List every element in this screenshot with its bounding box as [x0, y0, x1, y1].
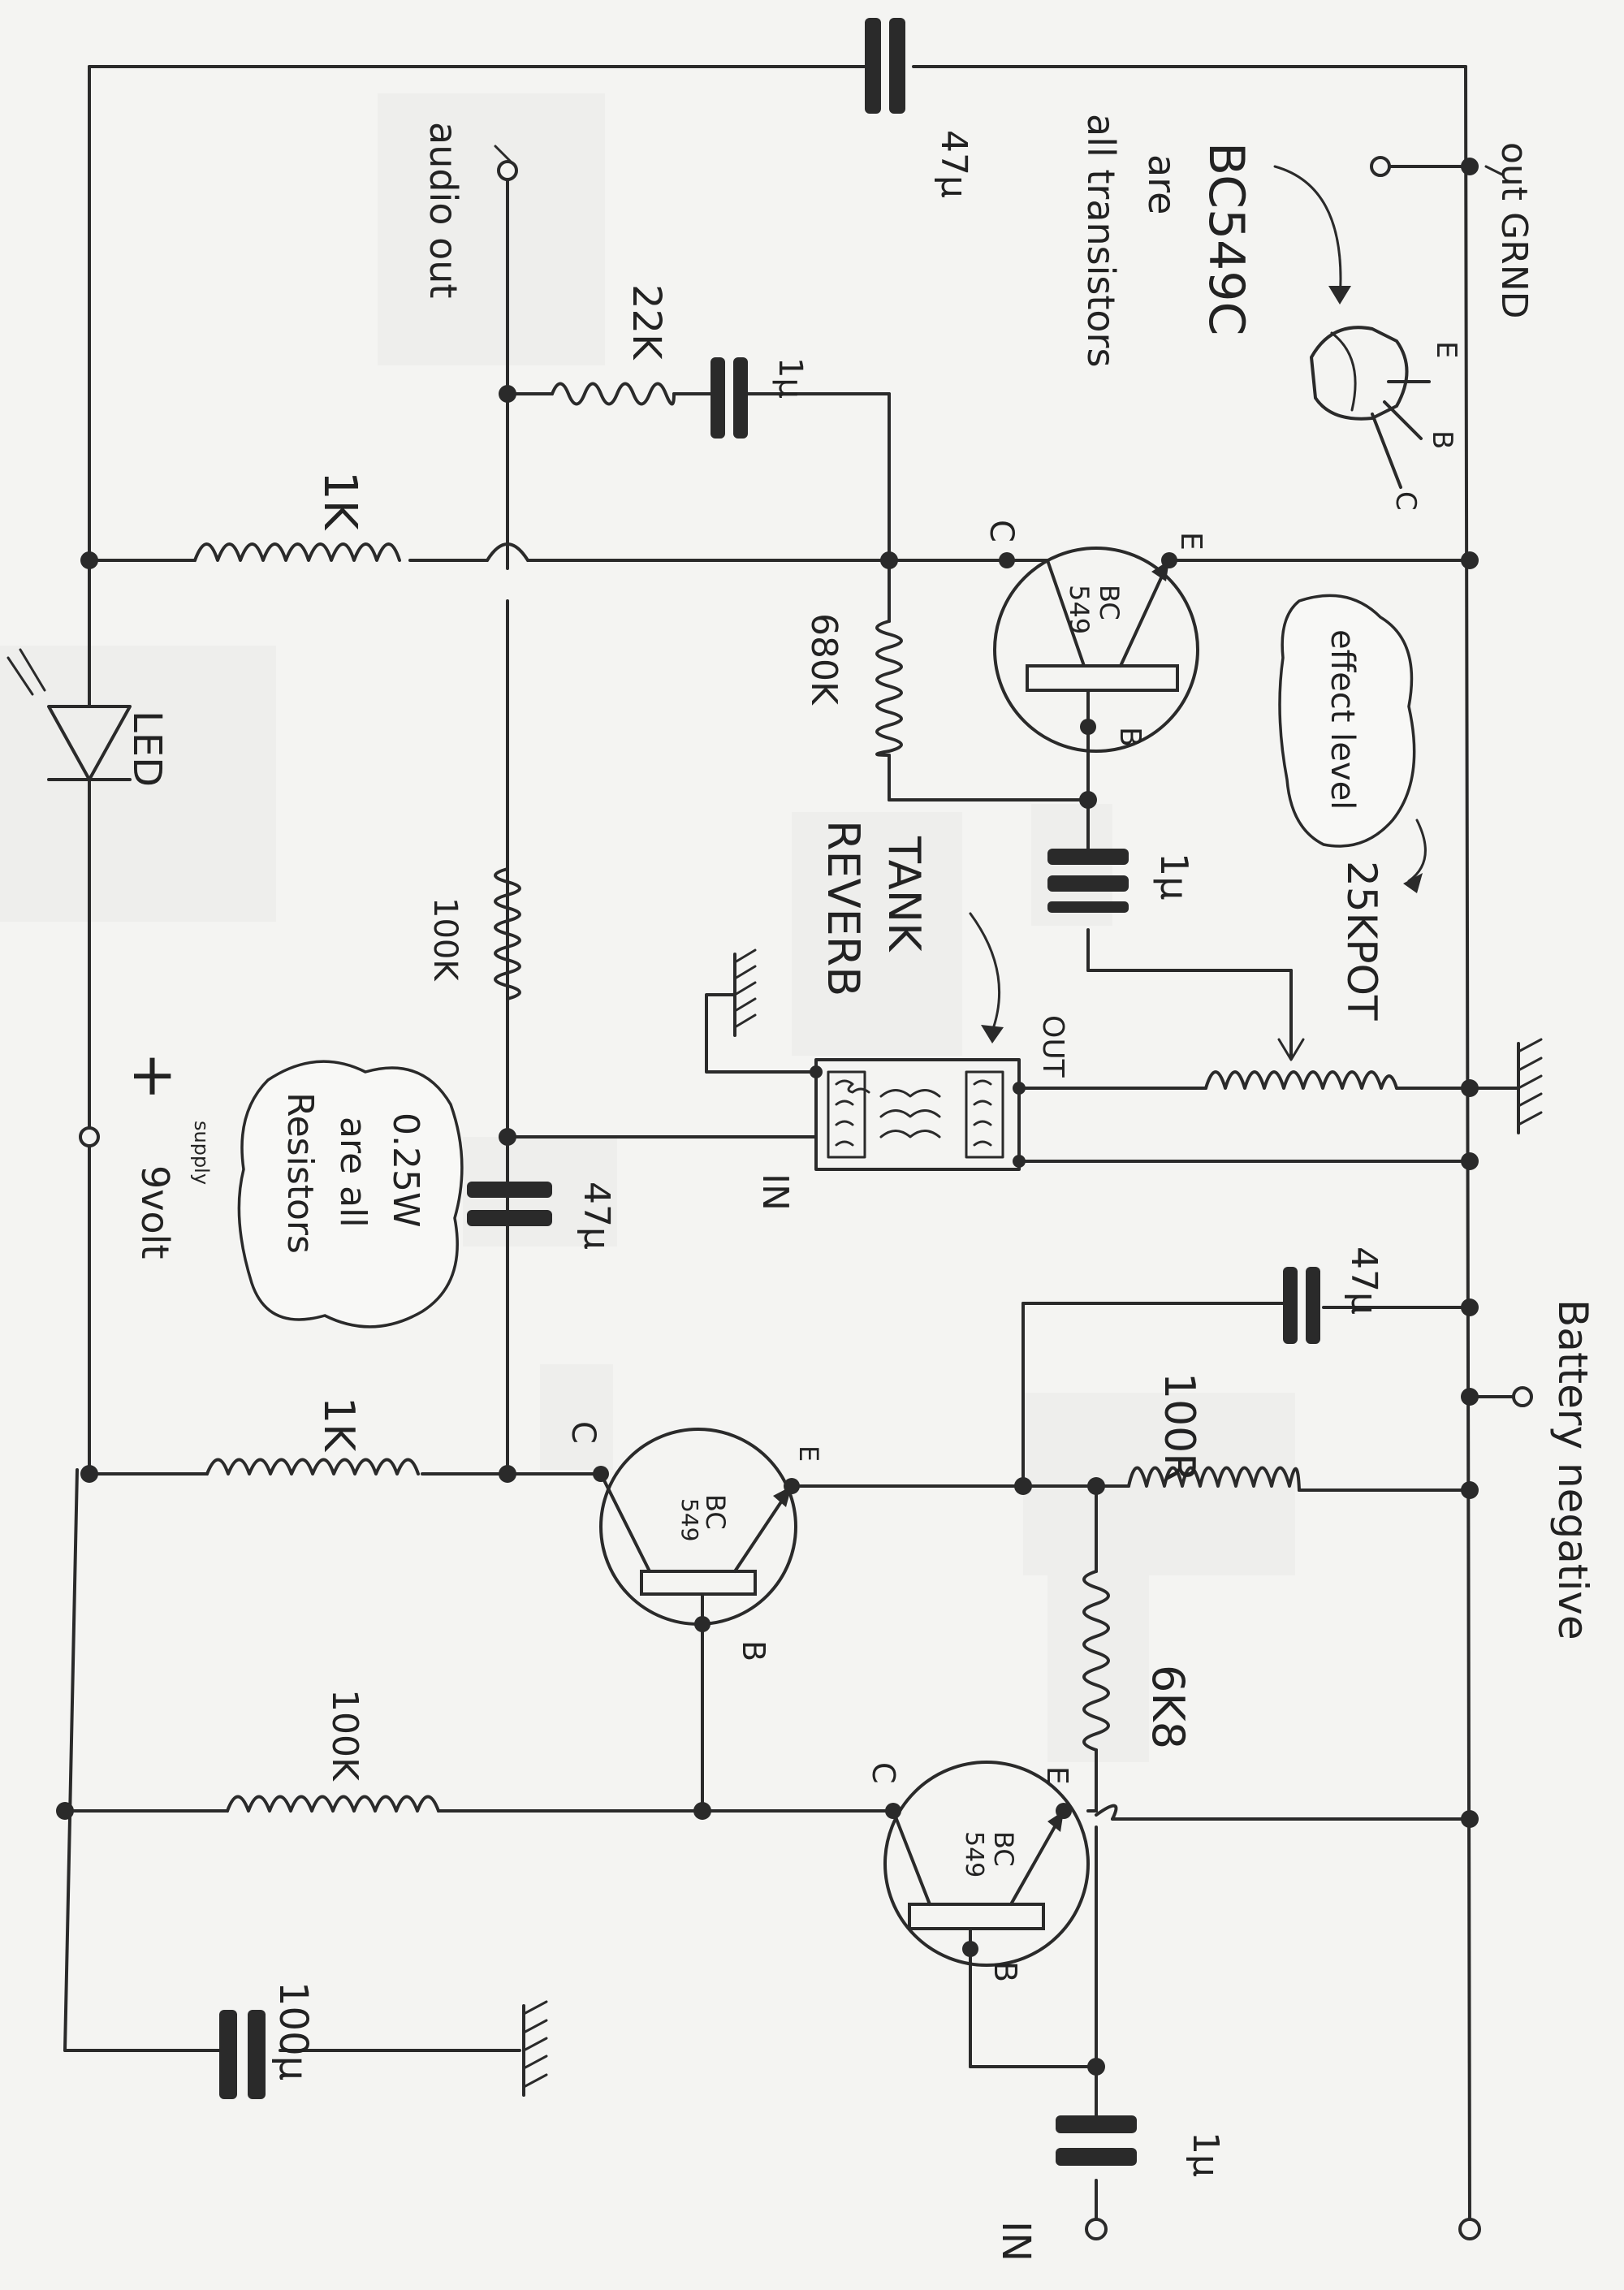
capacitor-1u-tank [1047, 849, 1129, 913]
transistor-note-line2: are [1140, 154, 1184, 214]
capacitor-1u-audio [710, 357, 748, 439]
led [6, 648, 132, 781]
r-6k8-value: 6K8 [1142, 1665, 1194, 1749]
resistors-note-line1: Resistors [279, 1092, 321, 1254]
r-100k-b-value: 100K [324, 1689, 365, 1782]
q3-pin-b: B [1113, 727, 1147, 747]
battery-negative-terminal [1512, 1386, 1533, 1407]
q2-pin-c: C [564, 1421, 602, 1444]
transistor-package-sketch [1273, 165, 1431, 489]
resistor-1k-bottom [205, 1458, 420, 1476]
reverb-tank [810, 912, 1026, 1171]
c-1u-a-value: 1µ [771, 357, 809, 399]
q1-type: BC [988, 1831, 1019, 1867]
ground-return-terminal [1458, 2218, 1481, 2240]
q1-number: 549 [960, 1831, 988, 1877]
capacitor-47u-emitter [1283, 1267, 1320, 1344]
capacitor-1u-input [1056, 2115, 1137, 2166]
q2-pin-e: E [793, 1445, 824, 1462]
input-terminal [1085, 2218, 1108, 2240]
resistor-6k8 [1082, 1570, 1110, 1752]
tank-in-label: IN [754, 1173, 796, 1211]
q3-type: BC [1094, 585, 1125, 620]
q2-type: BC [700, 1494, 731, 1530]
c-47u-right-value: 47µ [1343, 1247, 1384, 1315]
q2-number: 549 [676, 1498, 703, 1541]
supply-terminal [79, 1126, 100, 1147]
capacitor-100u [219, 2010, 266, 2099]
audio-out-terminal [497, 160, 518, 181]
supply-sub-label: supply [190, 1121, 213, 1185]
effect-level-label: effect level [1324, 629, 1361, 810]
resistor-22k [551, 382, 676, 406]
transistor-q3: BC 549 [993, 547, 1199, 753]
ground-icon [522, 2000, 548, 2097]
led-label: LED [124, 711, 170, 787]
q3-number: 549 [1064, 585, 1095, 634]
out-grnd-arrow [1484, 165, 1504, 176]
tank-out-label: OUT [1036, 1015, 1069, 1078]
r-100r-value: 100R [1155, 1372, 1203, 1482]
q3-pin-c: C [983, 520, 1020, 542]
r-22k-value: 22K [624, 284, 669, 361]
q3-pin-e: E [1174, 532, 1207, 551]
resistor-100r [1127, 1466, 1301, 1492]
q1-pin-b: B [987, 1961, 1023, 1982]
r-1k-a-value: 1K [313, 471, 366, 531]
c-top-value: 47µ [933, 130, 974, 198]
r-1k-b-value: 1K [314, 1397, 363, 1453]
audio-out-label: audio out [421, 122, 465, 298]
ground-icon [1517, 1038, 1543, 1134]
battery-negative-label: Battery negative [1549, 1299, 1596, 1640]
reverb-label-line1: REVERB [818, 820, 869, 996]
main-input-label: IN [993, 2221, 1039, 2262]
supply-plus-icon: + [120, 1052, 188, 1100]
resistors-note-line3: 0.25W [385, 1113, 426, 1227]
resistor-note-cloud [237, 1060, 464, 1329]
resistor-100k-horizontal [226, 1795, 440, 1813]
q1-pin-c: C [866, 1762, 901, 1784]
q2-pin-b: B [736, 1640, 771, 1661]
reverb-label-line2: TANK [879, 836, 930, 953]
transistor-note-type: BC549C [1198, 142, 1255, 335]
pot-value: 25KPOT [1338, 861, 1385, 1021]
ground-symbols [522, 948, 1543, 2097]
r-680k-value: 680K [803, 613, 844, 706]
pkg-pin-c: C [1389, 491, 1422, 511]
audio-out-arrow [494, 145, 513, 164]
transistor-note-line1: all transistors [1079, 114, 1123, 367]
r-100k-a-value: 100K [426, 897, 464, 982]
effect-level-cloud [1278, 594, 1427, 893]
pkg-pin-b: B [1426, 430, 1458, 449]
resistors-note-line2: are all [332, 1117, 374, 1228]
text-labels: audio out out GRND 47µ all transistors a… [120, 114, 1596, 2262]
c-47u-mid-value: 47µ [576, 1182, 617, 1250]
c-1u-b-value: 1µ [1152, 853, 1196, 901]
resistor-1k-top [193, 542, 401, 562]
wiring [63, 65, 1524, 2231]
terminals [79, 156, 1533, 2240]
supply-voltage-label: 9volt [133, 1165, 177, 1259]
resistor-100k-vertical [494, 867, 521, 1000]
transistor-q2: BC 549 [593, 1428, 800, 1632]
q1-pin-e: E [1040, 1766, 1073, 1785]
transistor-q1: BC 549 [883, 1761, 1090, 1967]
resistor-680k [875, 620, 903, 757]
pkg-pin-e: E [1430, 341, 1462, 358]
out-grnd-label: out GRND [1493, 142, 1535, 319]
c-1u-in-value: 1µ [1185, 2132, 1226, 2177]
out-grnd-terminal [1370, 156, 1391, 177]
capacitor-top-47u [865, 18, 905, 114]
c-100u-value: 100µ [270, 1981, 316, 2080]
ground-icon [733, 948, 757, 1037]
capacitor-47u-coupling [467, 1182, 552, 1226]
potentiometer-25k [1204, 1034, 1398, 1090]
